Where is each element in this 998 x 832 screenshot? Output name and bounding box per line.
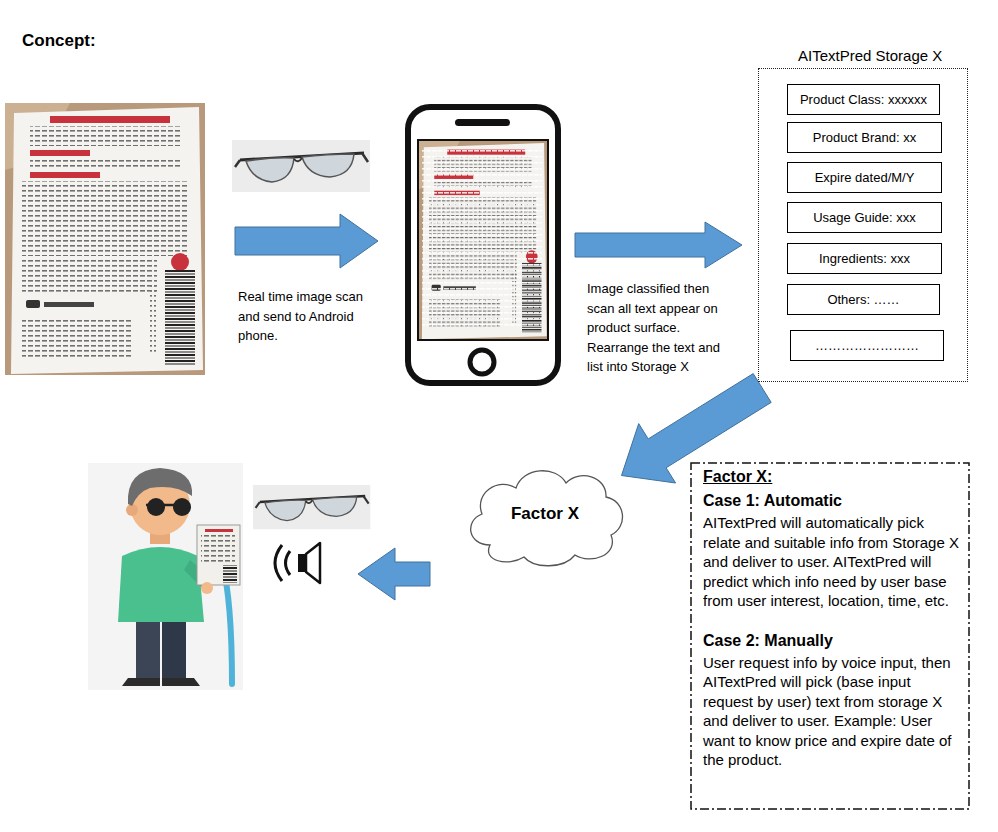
blind-user-figure [162,678,200,686]
note-heading: Factor X: [703,467,962,487]
speaker-icon [275,545,282,581]
storage-field: Ingredients: xxx [787,243,942,274]
block-arrow [622,374,772,483]
step-caption: Image classified then scan all text appe… [587,279,739,377]
blind-user-figure [173,498,191,516]
product-photo [5,103,205,375]
blind-user-figure [118,547,204,622]
storage-field: Usage Guide: xxx [787,202,942,233]
storage-field: Expire dated/M/Y [787,162,942,193]
android-phone [408,107,558,383]
smart-glasses [253,485,370,529]
flow-arrow [235,214,378,268]
field-text: Ingredients: xxx [819,251,910,266]
blind-user-figure [197,525,240,585]
blind-user-figure [223,565,237,583]
blind-user-figure [205,529,233,532]
android-phone [470,350,494,374]
storage-field: Product Brand: xx [787,122,942,153]
flow-arrow [575,222,742,268]
field-text: Usage Guide: xxx [813,210,916,225]
blind-user-figure [122,678,160,686]
cloud-outline [471,471,623,566]
smart-glasses [232,140,370,192]
blind-user-figure [147,498,165,516]
factor-note-box: Factor X: Case 1: AutomaticAITextPred wil… [690,462,970,810]
field-text: …………………… [815,338,919,353]
case-heading: Case 2: Manually [703,631,962,651]
case-body: User request info by voice input, then A… [703,653,962,770]
blind-user-figure [88,463,243,690]
cloud-shape: Factor X [460,459,630,569]
case-heading: Case 1: Automatic [703,491,962,511]
storage-field: Others: …… [787,284,940,315]
blind-user-figure [201,535,235,563]
speaker-icon [286,551,291,575]
android-phone [418,140,548,340]
case-body: AITextPred will automatically pick relat… [703,513,962,611]
step-caption: Real time image scan and send to Android… [238,287,380,346]
dash-dot-frame [691,463,969,809]
field-text: Expire dated/M/Y [815,170,915,185]
blind-user-figure [88,463,243,690]
speaker-icon [275,543,320,583]
storage-field: Product Class: xxxxxx [787,84,940,115]
smart-glasses [232,140,370,192]
field-text: Others: …… [827,292,899,307]
page-title: Concept: [22,31,96,51]
speaker-icon [306,543,320,583]
android-phone [408,107,558,383]
field-text: Product Class: xxxxxx [800,92,927,107]
cloud-label: Factor X [511,504,579,524]
android-phone [422,150,542,330]
blind-user-figure [197,525,240,585]
android-phone [455,119,510,126]
field-text: Product Brand: xx [813,130,916,145]
product-photo [5,103,205,375]
storage-container: AITextPred Storage X Product Class: xxxxx… [758,44,968,382]
android-phone [418,140,548,340]
android-phone [418,140,548,340]
storage-heading: AITextPred Storage X [798,47,942,64]
flow-arrow [358,548,430,600]
storage-field: …………………… [790,330,944,361]
blind-user-figure [201,582,213,594]
android-phone [418,140,548,340]
smart-glasses [253,485,370,529]
